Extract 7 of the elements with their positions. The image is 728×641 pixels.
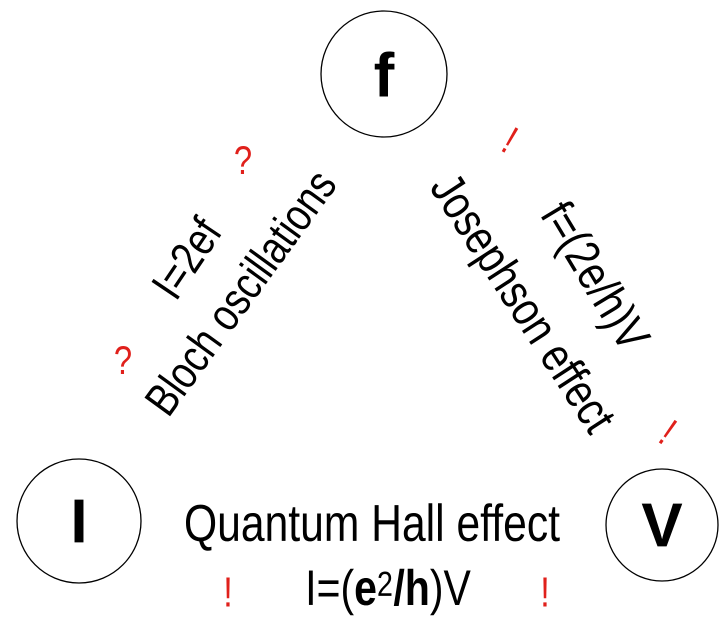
exclamation-mark: ! xyxy=(502,127,518,153)
exclamation-mark: ! xyxy=(543,578,547,606)
question-mark: ? xyxy=(235,146,251,174)
exclamation-mark: ! xyxy=(226,578,230,606)
formula: I=(e$^{2}$/h)V xyxy=(308,568,471,616)
effect-label: Quantum Hall effect xyxy=(186,503,560,551)
question-mark: ? xyxy=(115,346,131,374)
